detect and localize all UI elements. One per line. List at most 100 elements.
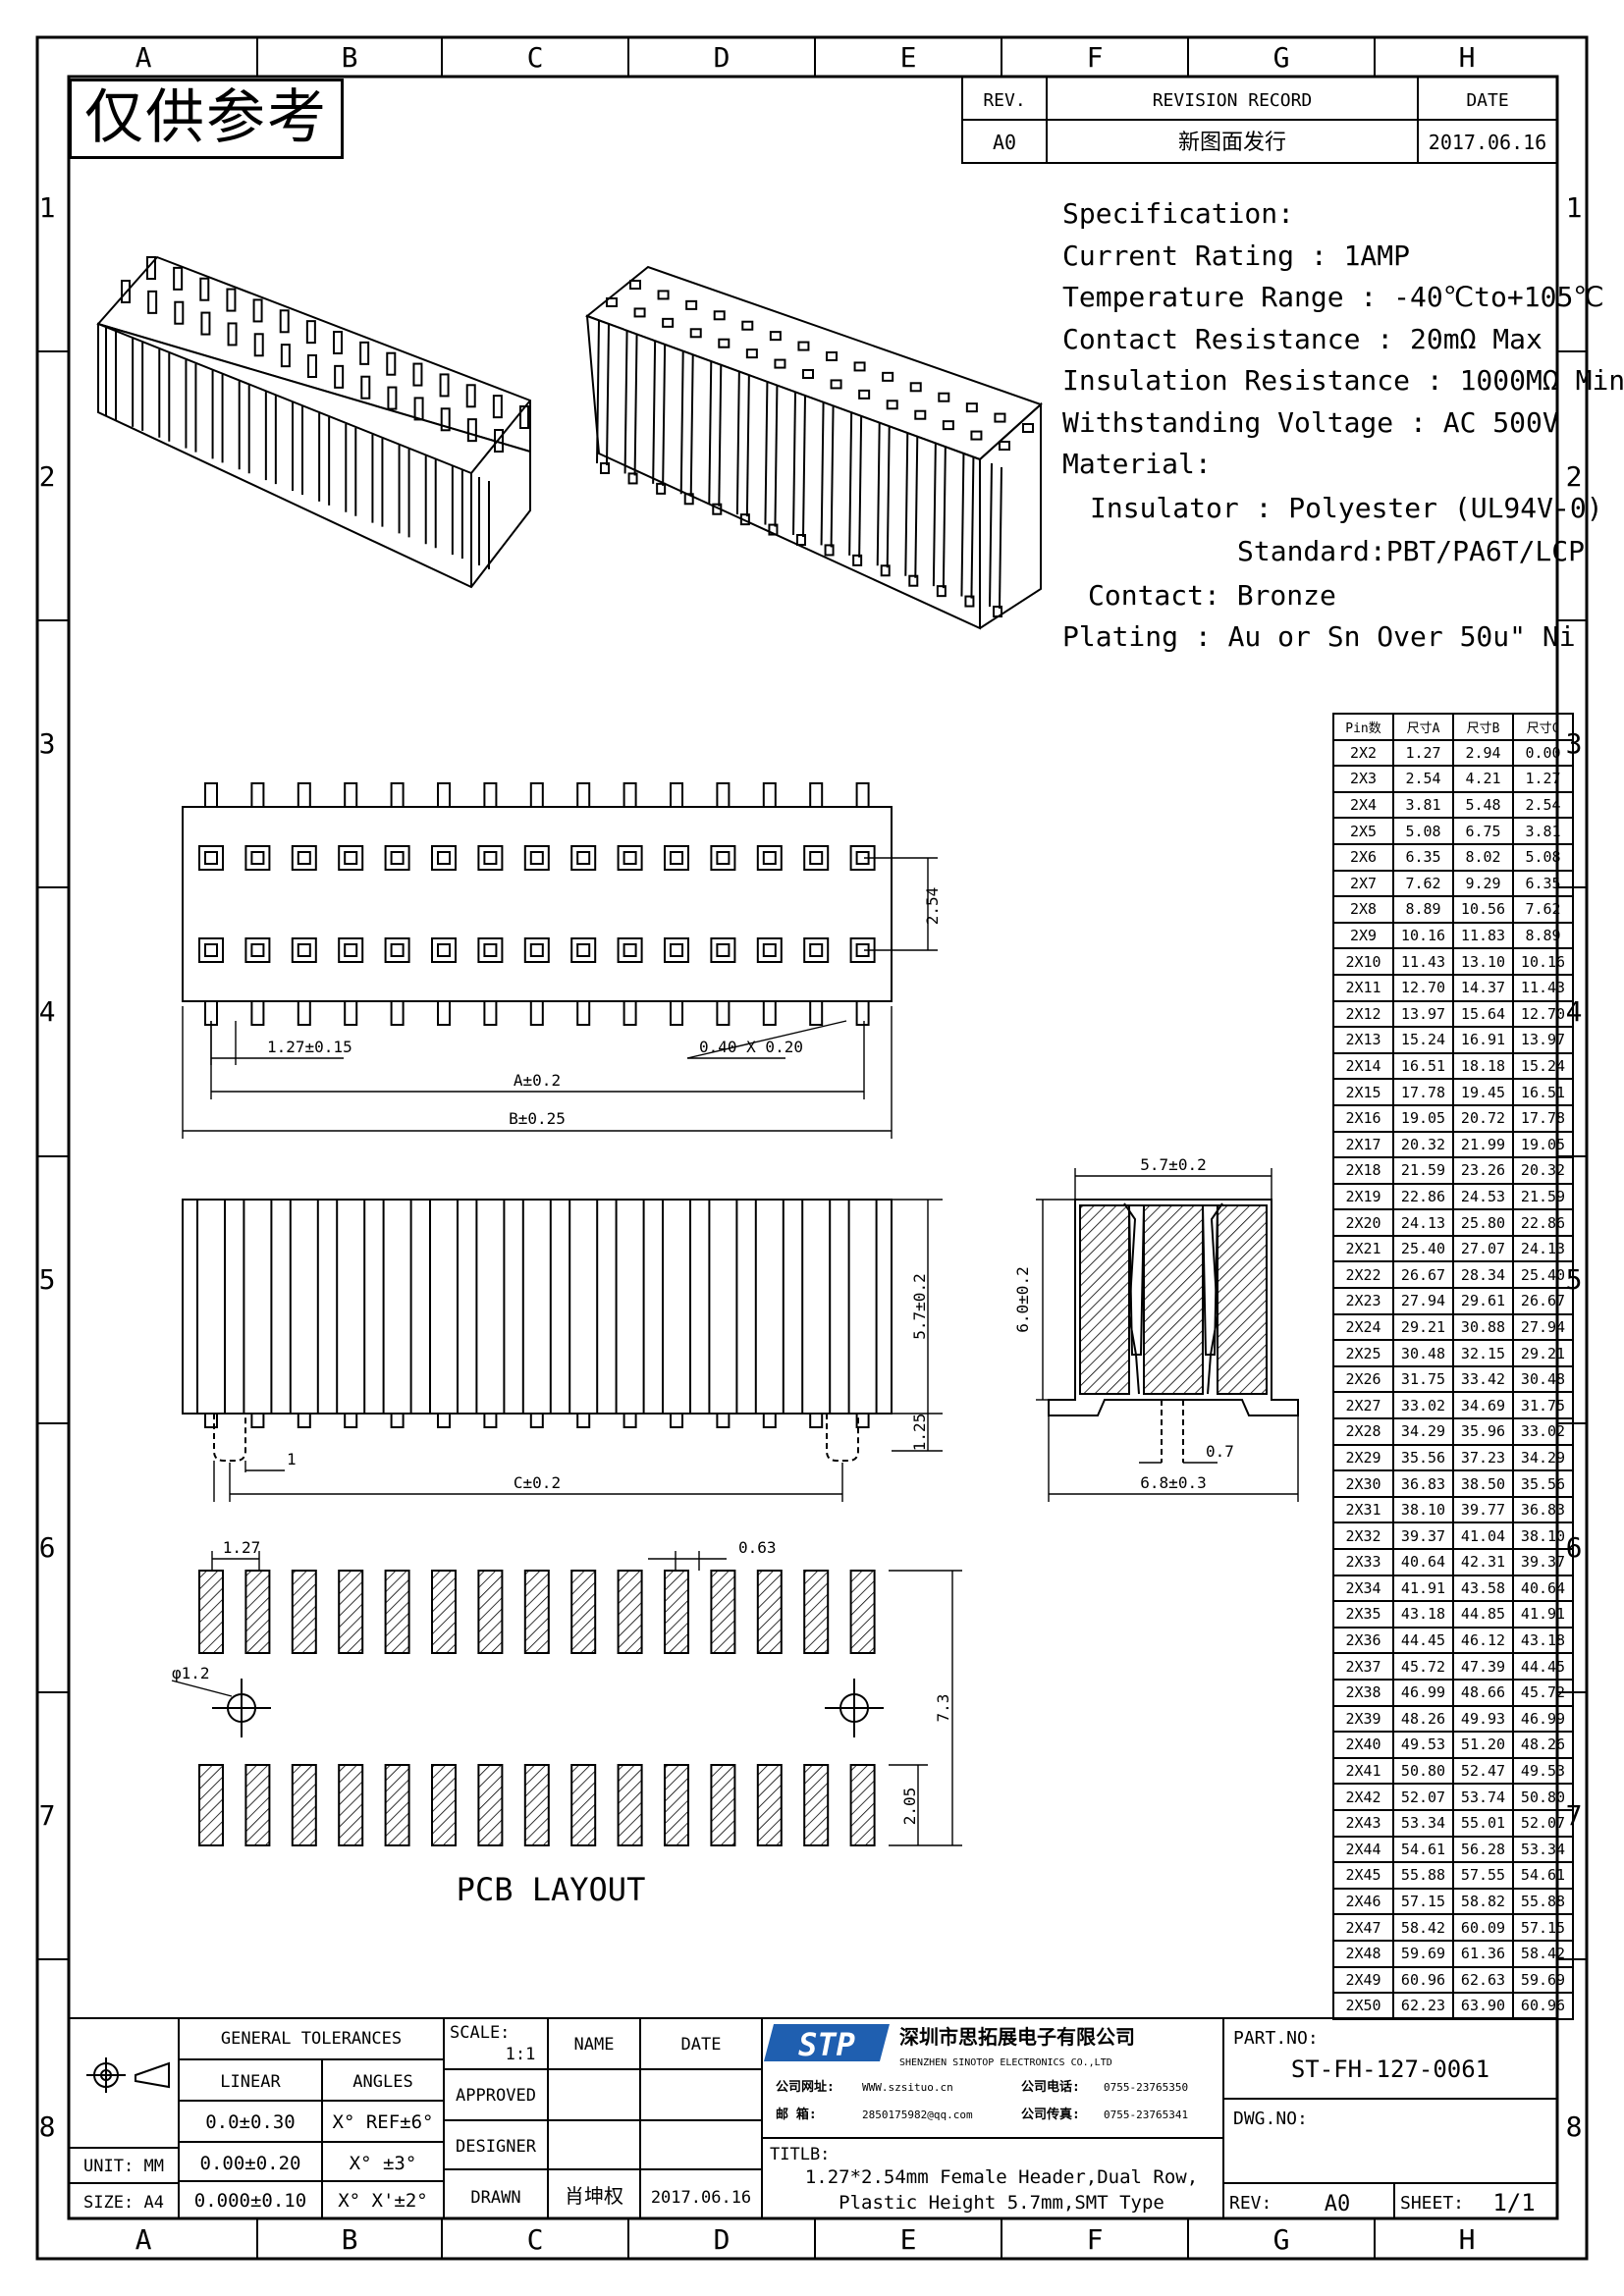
approved-label: APPROVED: [456, 2086, 536, 2106]
col-label: B: [342, 41, 358, 74]
housing-rib: [876, 422, 881, 566]
column-ruler: [37, 37, 1587, 2259]
table-cell: 2.54: [1392, 765, 1454, 793]
table-cell: 29.21: [1392, 1312, 1454, 1342]
pin-tail: [855, 1000, 870, 1026]
contact-hole: [384, 845, 410, 871]
pcb-pad: [756, 1764, 783, 1846]
company-name-en: SHENZHEN SINOTOP ELECTRONICS CO.,LTD: [899, 2057, 1112, 2068]
table-cell: 20.32: [1512, 1156, 1574, 1185]
table-cell: 50.80: [1512, 1783, 1574, 1811]
table-cell: 2X38: [1332, 1678, 1394, 1707]
pin-tail: [483, 1413, 498, 1428]
part-no-label: PART.NO:: [1233, 2028, 1319, 2049]
contact-hole: [662, 317, 675, 328]
pin-tail: [852, 554, 863, 566]
linear-tol-3: 0.000±0.10: [194, 2190, 306, 2212]
table-cell: 2X36: [1332, 1626, 1394, 1655]
contact-hole: [431, 937, 457, 963]
table-cell: 41.91: [1392, 1574, 1454, 1603]
pin-tail: [964, 595, 975, 608]
table-cell: 6.35: [1512, 869, 1574, 898]
table-cell: 53.74: [1452, 1783, 1514, 1811]
pcb-pad: [244, 1570, 271, 1654]
pin-contact: [147, 290, 158, 314]
table-cell: 2X46: [1332, 1887, 1394, 1916]
table-cell: 62.63: [1452, 1965, 1514, 1995]
dwg-no-label: DWG.NO:: [1233, 2109, 1308, 2129]
table-cell: 2X21: [1332, 1234, 1394, 1263]
table-cell: 63.90: [1452, 1992, 1514, 2020]
pin-contact: [360, 375, 371, 400]
pcb-pad: [291, 1764, 317, 1846]
revision-date-value: 2017.06.16: [1429, 131, 1546, 154]
contact-hole: [797, 341, 810, 351]
table-cell: 27.94: [1512, 1312, 1574, 1342]
housing-rib: [792, 391, 796, 536]
spec-voltage: Withstanding Voltage : AC 500V: [1062, 405, 1559, 439]
contact-hole: [198, 937, 224, 963]
pin-tail: [796, 534, 806, 546]
contact-hole-inner: [204, 851, 218, 865]
pcb-pad: [338, 1570, 364, 1654]
pin-tail: [880, 564, 891, 577]
column-letters-top: A B C D E F G H: [135, 41, 1476, 74]
contact-hole-inner: [529, 943, 544, 957]
front-view: [182, 1199, 893, 1462]
table-cell: 8.02: [1452, 842, 1514, 872]
revision-record-header: REVISION RECORD: [1153, 90, 1313, 111]
contact-hole-inner: [204, 943, 218, 957]
housing-rib: [802, 395, 806, 538]
pin-contact: [439, 373, 450, 398]
pcb-pad: [570, 1764, 597, 1846]
tel-label: 公司电话:: [1021, 2079, 1080, 2095]
contact-hole-inner: [344, 943, 358, 957]
table-cell: 46.99: [1512, 1704, 1574, 1734]
table-cell: 30.48: [1512, 1364, 1574, 1394]
pin-contact: [333, 331, 343, 354]
table-cell: 24.13: [1512, 1234, 1574, 1263]
housing-rib: [718, 364, 723, 507]
dim-a: A±0.2: [514, 1071, 561, 1090]
pcb-pad: [570, 1570, 597, 1654]
pcb-pad: [756, 1570, 783, 1654]
rev-value: A0: [1325, 2192, 1351, 2216]
col-label: E: [900, 2223, 917, 2256]
table-cell: 24.13: [1392, 1208, 1454, 1237]
table-cell: 2X49: [1332, 1965, 1394, 1995]
date-header: DATE: [1466, 90, 1508, 111]
contact-hole-inner: [809, 851, 824, 865]
contact-hole: [198, 845, 224, 871]
table-cell: 49.53: [1512, 1756, 1574, 1786]
company-mail: 2850175982@qq.com: [862, 2109, 973, 2121]
table-cell: 35.96: [1452, 1417, 1514, 1446]
housing-rib: [708, 360, 713, 505]
table-cell: 15.64: [1452, 999, 1514, 1029]
pcb-pad: [198, 1764, 224, 1846]
contact-hole-inner: [437, 943, 451, 957]
table-cell: 31.75: [1392, 1364, 1454, 1394]
table-cell: 32.15: [1452, 1339, 1514, 1367]
housing-rib: [970, 456, 975, 599]
table-cell: 11.83: [1452, 921, 1514, 950]
pin-contact: [280, 344, 291, 368]
table-cell: 41.04: [1452, 1522, 1514, 1550]
pcb-pad: [431, 1764, 457, 1846]
col-label: G: [1273, 41, 1290, 74]
contact-hole-inner: [297, 851, 311, 865]
table-cell: 14.37: [1452, 973, 1514, 1002]
contact-hole-inner: [483, 943, 498, 957]
pin-tail: [762, 1413, 777, 1428]
table-cell: 2X39: [1332, 1704, 1394, 1734]
pin-tail: [809, 1413, 824, 1428]
pin-tail: [250, 782, 265, 808]
table-cell: 48.26: [1392, 1704, 1454, 1734]
pin-tail: [437, 782, 451, 808]
housing-rib: [886, 426, 891, 568]
